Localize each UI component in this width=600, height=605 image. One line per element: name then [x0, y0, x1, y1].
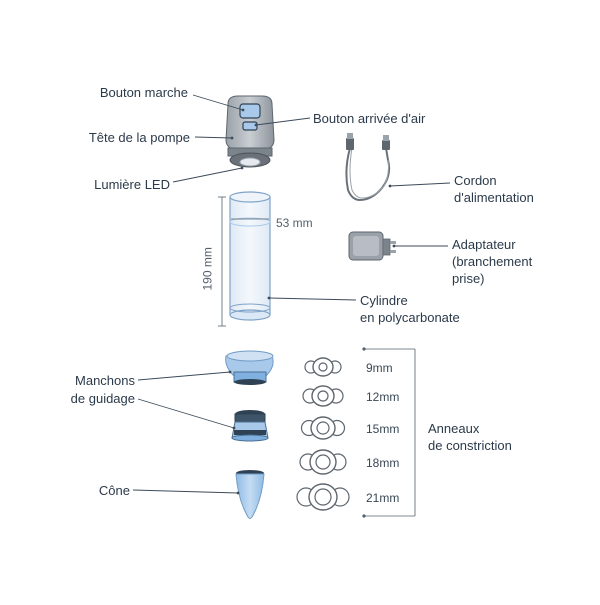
label-bouton-air: Bouton arrivée d'air	[313, 111, 426, 126]
power-cord	[345, 133, 391, 202]
label-manchons-2: de guidage	[70, 391, 135, 406]
ring-18mm	[299, 449, 347, 475]
label-cone: Cône	[98, 483, 130, 498]
constriction-rings	[296, 357, 350, 511]
leader-dots	[228, 108, 396, 495]
dimension-lines	[218, 196, 269, 327]
ring-size-12: 12mm	[366, 390, 400, 404]
led-light	[239, 157, 261, 167]
label-manchons-1: Manchons	[75, 373, 135, 388]
air-button	[242, 121, 258, 131]
label-cyl-1: Cylindre	[360, 293, 408, 308]
dimension-diameter: 53 mm	[276, 216, 313, 230]
ring-size-18: 18mm	[366, 456, 400, 470]
label-cordon-1: Cordon	[454, 173, 497, 188]
ring-9mm	[304, 357, 342, 377]
label-adapt-1: Adaptateur	[452, 237, 516, 252]
pump-head	[225, 95, 275, 168]
label-lumiere-led: Lumière LED	[94, 177, 170, 192]
power-button	[239, 103, 261, 119]
ring-21mm	[296, 483, 350, 511]
label-adapt-3: prise)	[452, 271, 485, 286]
ring-size-21: 21mm	[366, 491, 400, 505]
label-tete-pompe: Tête de la pompe	[88, 130, 190, 145]
rings-bracket	[362, 347, 416, 518]
cone	[235, 470, 265, 519]
ring-12mm	[302, 385, 344, 407]
label-anneaux-1: Anneaux	[428, 421, 480, 436]
label-cyl-2: en polycarbonate	[360, 310, 460, 325]
ring-size-15: 15mm	[366, 422, 400, 436]
label-adapt-2: (branchement	[452, 254, 533, 269]
label-bouton-marche: Bouton marche	[99, 85, 188, 100]
dimension-height: 190 mm	[200, 247, 215, 291]
guide-sleeve-2	[231, 410, 269, 442]
adapter	[348, 231, 396, 261]
guide-sleeve-1	[225, 350, 274, 385]
ring-size-9: 9mm	[366, 361, 393, 375]
ring-15mm	[300, 416, 346, 440]
label-anneaux-2: de constriction	[428, 438, 512, 453]
cylinder	[229, 191, 271, 321]
leader-lines	[132, 94, 451, 494]
label-cordon-2: d'alimentation	[454, 190, 534, 205]
